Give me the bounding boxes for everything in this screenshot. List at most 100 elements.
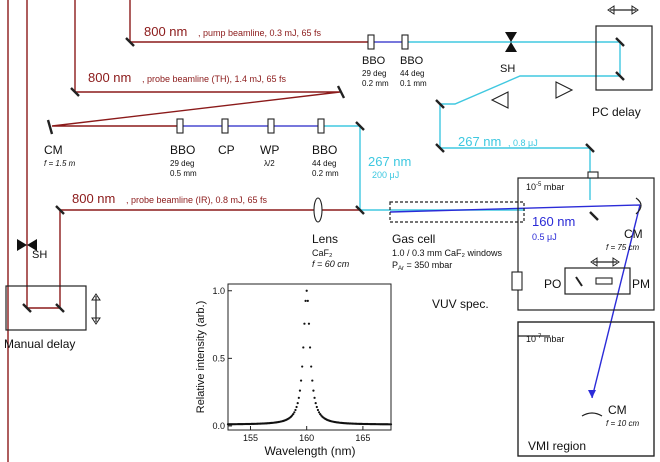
prism-left	[490, 91, 509, 109]
pump-bbo1-name: BBO	[362, 55, 386, 67]
spectrum-point	[316, 408, 320, 412]
chamber-window-top	[587, 171, 599, 179]
spectrum-point	[306, 299, 309, 302]
cm-th-f: f = 1.5 m	[44, 159, 76, 168]
cm-right-mirror	[635, 197, 642, 215]
uv-turn-mirror	[355, 121, 365, 131]
chamber-pressure-base: 10	[526, 182, 536, 192]
y-tick-label: 0.0	[212, 421, 225, 431]
th-bbo1-name: BBO	[170, 143, 195, 157]
th-bbo2-thick: 0.2 mm	[312, 169, 339, 178]
th-ir-path	[51, 91, 341, 127]
pump-bbo1-angle: 29 deg	[362, 69, 386, 78]
lens-focal-label: f = 60 cm	[312, 259, 350, 269]
cp-label: CP	[218, 143, 235, 157]
pump-turn-mirror-a	[435, 99, 445, 109]
gas-pressure-p: P	[392, 260, 398, 270]
vmi-pressure-unit: mbar	[541, 334, 564, 344]
gas-pressure-val: = 350 mbar	[404, 260, 452, 270]
po-optic	[575, 276, 583, 287]
chamber-pressure-label: 10-5 mbar	[526, 182, 564, 192]
plot-frame	[227, 283, 392, 431]
vmi-pressure-exp: -7	[536, 334, 542, 340]
pc-delay-arrow	[607, 5, 639, 15]
th-bbo1-angle: 29 deg	[170, 159, 194, 168]
x-tick-label: 155	[243, 433, 258, 443]
spectrum-point	[292, 413, 295, 416]
po-pm-box	[564, 267, 631, 295]
pump-bbo1-thick: 0.2 mm	[362, 79, 389, 88]
sh-top-upper	[505, 32, 517, 42]
vmi-pressure-label: 10-7 mbar	[526, 334, 564, 344]
spectrum-point	[315, 405, 318, 409]
chamber-mirror	[589, 211, 599, 221]
spectrum-point	[303, 322, 306, 325]
spectrum-point	[311, 379, 314, 382]
pump-bbo2-name: BBO	[400, 55, 424, 67]
spectrum-point	[301, 365, 304, 368]
gas-cell	[389, 201, 525, 223]
sh-left-a	[17, 239, 27, 251]
spectrum-point	[304, 299, 307, 302]
cm-th-label: CM	[44, 143, 63, 157]
ir-desc-label: , probe beamline (IR), 0.8 mJ, 65 fs	[126, 195, 268, 205]
spectrum-point	[307, 322, 311, 325]
y-tick-label: 1.0	[212, 286, 225, 296]
pump-nm-label: 800 nm	[144, 24, 187, 39]
vuv-arrowhead	[588, 390, 596, 398]
cm-bottom-f: f = 10 cm	[606, 419, 639, 428]
spectrum-point	[293, 411, 296, 414]
pump-bbo2-thick: 0.1 mm	[400, 79, 427, 88]
gas-pressure-label: PAr = 350 mbar	[392, 260, 452, 272]
pump-bbo1-crystal	[367, 34, 375, 50]
vuv-path-1	[389, 204, 641, 213]
chamber-pressure-exp: -5	[536, 182, 542, 188]
pm-label: PM	[632, 277, 650, 291]
x-axis-label: Wavelength (nm)	[265, 444, 356, 458]
manual-delay-box	[5, 285, 87, 331]
cm-right-f: f = 75 cm	[606, 243, 639, 252]
th-mirror	[70, 87, 80, 97]
po-pm-arrow	[590, 257, 620, 267]
cm-right-label: CM	[624, 227, 643, 241]
gas-cell-label: Gas cell	[392, 232, 435, 246]
vmi-chamber-outline	[517, 321, 655, 457]
vuv-spec-label: VUV spec.	[432, 297, 489, 311]
uv-a-energy-label: 200 μJ	[372, 170, 399, 180]
vuv-path-2	[591, 204, 641, 399]
pm-optic	[595, 277, 613, 285]
caf2-lens	[313, 197, 323, 223]
pc-delay-label: PC delay	[592, 105, 641, 119]
th-bbo2-name: BBO	[312, 143, 337, 157]
gas-windows-label: 1.0 / 0.3 mm CaF₂ windows	[392, 248, 503, 258]
wp-plate	[267, 118, 275, 134]
spectrum-point	[298, 389, 302, 392]
th-bbo2-crystal	[317, 118, 325, 134]
vmi-pressure-base: 10	[526, 334, 536, 344]
vmi-chamber	[517, 321, 655, 457]
wp-sub-label: λ/2	[264, 159, 275, 168]
spectrum-point	[299, 379, 303, 382]
delay-mirror-a	[22, 303, 32, 313]
po-label: PO	[544, 277, 561, 291]
th-bbo1-crystal	[176, 118, 184, 134]
pump-turn-mirror-c	[585, 143, 595, 153]
lens-label: Lens	[312, 232, 338, 246]
spectrum-point	[296, 401, 299, 405]
uv-b-energy-label: , 0.8 μJ	[508, 138, 538, 148]
spectrum-point	[302, 346, 305, 349]
spectrum-point	[295, 405, 298, 409]
cm-bottom-label: CM	[608, 403, 627, 417]
pump-turn-mirror-b	[435, 143, 445, 153]
uv-b-nm-label: 267 nm	[458, 134, 501, 149]
sh-left-label: SH	[32, 249, 47, 261]
spectrum-point	[317, 411, 321, 414]
ir-nm-label: 800 nm	[72, 191, 115, 206]
uv-a-nm-label: 267 nm	[368, 154, 411, 169]
spectrum-point	[305, 289, 308, 292]
vuv-spec-port	[511, 271, 523, 291]
pc-mirror-b	[615, 71, 625, 81]
lens-material-label: CaF₂	[312, 248, 333, 258]
